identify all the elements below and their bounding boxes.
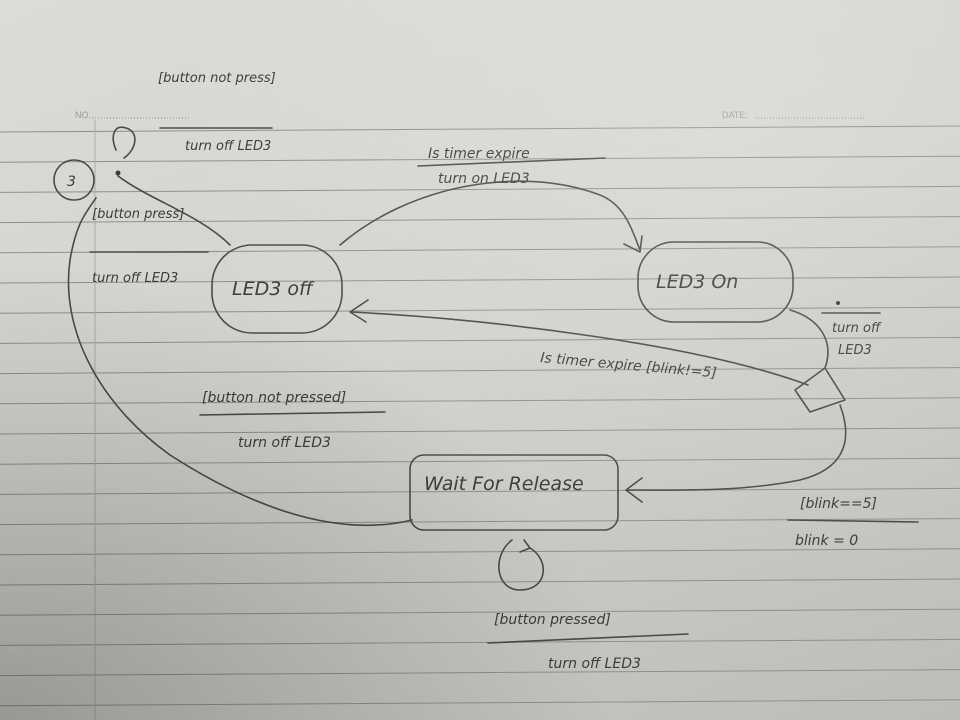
on-entry-line2: LED3	[838, 343, 872, 358]
off-to-on-arrowhead	[623, 235, 643, 253]
page-number-label: NO.	[75, 110, 91, 120]
pressed-from-off-action: turn off LED3	[92, 271, 178, 286]
state-led3-on-label: LED3 On	[656, 271, 738, 293]
corner-mark-number: 3	[67, 174, 76, 190]
ruled-line	[0, 155, 960, 163]
initial-self-loop	[112, 126, 136, 159]
wait-self-loop	[498, 539, 544, 591]
choice-pseudo-state	[794, 367, 846, 413]
state-led3-on	[637, 241, 794, 323]
to-wait-guard: [blink==5]	[800, 496, 877, 512]
wait-self-divider	[487, 633, 689, 644]
to-wait-divider	[787, 519, 919, 523]
ruled-line	[0, 427, 960, 435]
wait-self-loop-arrowhead	[519, 539, 531, 553]
wait-self-action: turn off LED3	[548, 656, 641, 672]
choice-to-wait-arrow	[627, 404, 847, 491]
ruled-line	[0, 216, 960, 224]
off-to-on-divider	[417, 157, 606, 167]
pressed-from-off-guard: [button press]	[92, 207, 184, 222]
state-wait-for-release-label: Wait For Release	[424, 473, 584, 495]
ruled-line	[0, 638, 960, 646]
wait-self-guard: [button pressed]	[494, 612, 611, 628]
on-to-off-arrowhead	[349, 299, 369, 323]
ruled-line	[0, 276, 960, 284]
corner-mark-circle	[53, 159, 95, 201]
initial-self-action: turn off LED3	[185, 139, 271, 154]
on-to-off-arrow	[351, 311, 809, 386]
off-to-on-guard: Is timer expire	[428, 146, 530, 162]
wait-to-off-action: turn off LED3	[238, 435, 331, 451]
wait-to-off-guard: [button not pressed]	[202, 390, 346, 406]
on-entry-line1: turn off	[832, 321, 882, 336]
on-to-off-guard: Is timer expire [blink!=5]	[540, 350, 718, 381]
ruled-line	[0, 669, 960, 677]
state-led3-off-label: LED3 off	[232, 278, 315, 300]
ruled-line	[0, 306, 960, 314]
initial-to-off-arrow	[117, 175, 231, 246]
state-led3-off	[211, 244, 343, 334]
ruled-line	[0, 518, 960, 526]
to-wait-action: blink = 0	[795, 533, 858, 549]
initial-self-guard: [button not press]	[158, 71, 276, 86]
off-to-on-arrow	[339, 180, 641, 251]
on-to-choice-line	[789, 309, 829, 369]
ruled-line	[0, 367, 960, 375]
off-to-on-action: turn on LED3	[438, 171, 530, 187]
wait-to-off-arrow	[67, 197, 413, 527]
wait-to-off-divider	[199, 411, 386, 416]
ruled-line	[0, 397, 960, 405]
date-label: DATE:	[722, 110, 748, 120]
ruled-line	[0, 185, 960, 193]
on-entry-dot	[836, 301, 840, 305]
ruled-line	[0, 548, 960, 556]
ruled-line	[0, 578, 960, 586]
ruled-line	[0, 336, 960, 344]
ruled-line	[0, 457, 960, 465]
ruled-line	[0, 125, 960, 133]
ruled-line	[0, 608, 960, 616]
state-wait-for-release	[409, 454, 619, 531]
choice-to-wait-arrowhead	[625, 477, 643, 503]
ruled-line	[0, 699, 960, 707]
initial-state-dot	[115, 170, 121, 176]
ruled-line	[0, 487, 960, 495]
